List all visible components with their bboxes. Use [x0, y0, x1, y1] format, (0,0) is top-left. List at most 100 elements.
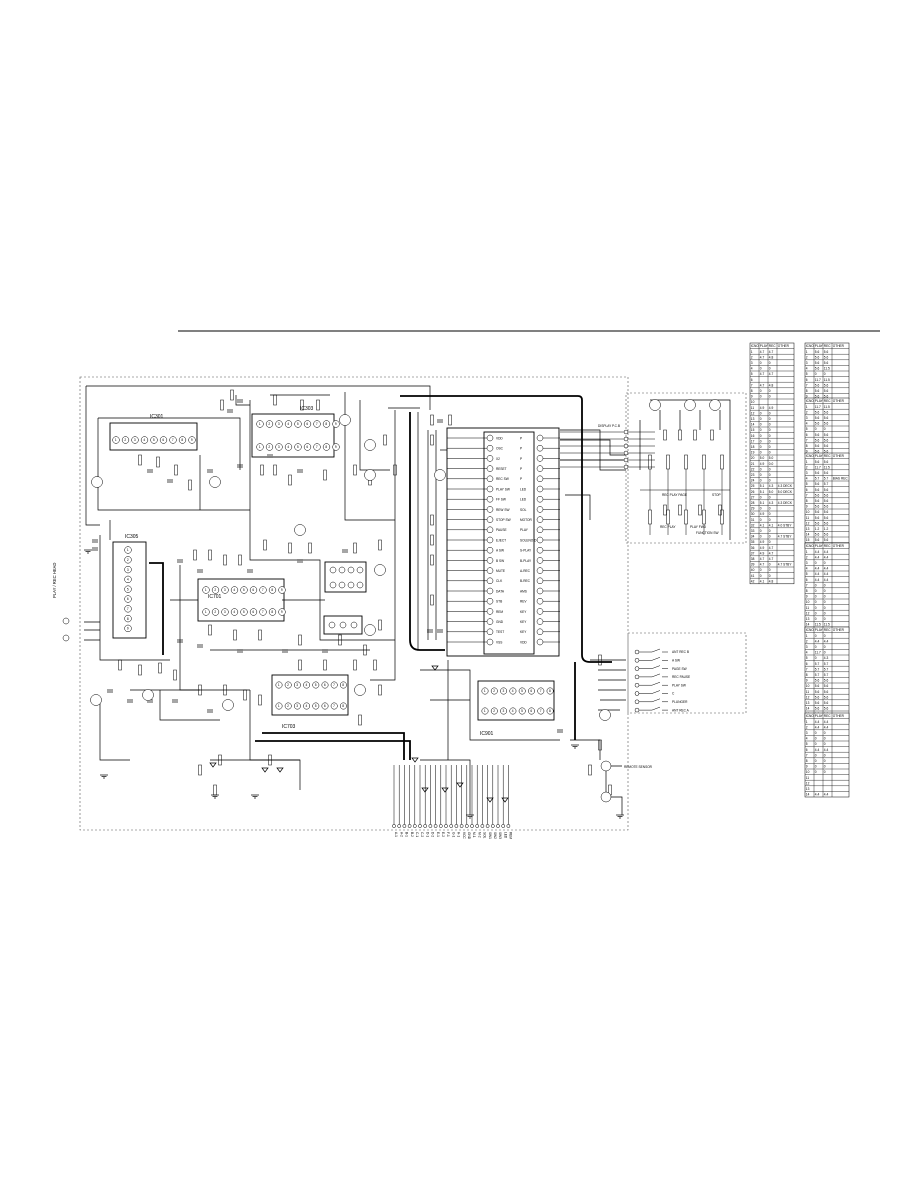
voltage-table — [804, 712, 850, 798]
table-cell: 5.6 — [824, 433, 829, 437]
table-cell: 3 — [806, 561, 808, 565]
table-cell: 0 — [815, 770, 817, 774]
function-switch-outline — [627, 632, 747, 714]
table-cell: 5.6 — [815, 433, 820, 437]
table-cell: 8 — [806, 444, 808, 448]
mcu-right-pin — [536, 526, 544, 534]
right-connector-column: DISPLAY P.C.B — [560, 424, 655, 470]
table-cell: 1 — [806, 550, 808, 554]
mcu-right-pin-label: MOTOR — [520, 518, 533, 522]
mcu-right-pin — [536, 444, 544, 452]
table-cell: 10 — [806, 600, 810, 604]
resistor-symbol — [218, 754, 222, 766]
table-cell: 15 — [751, 428, 755, 432]
ic303-b-pin — [303, 443, 312, 451]
table-cell: 33 — [751, 529, 755, 533]
ic703-pin-number: 6 — [324, 683, 326, 687]
table-cell: 0 — [815, 589, 817, 593]
table-cell: 5.6 — [824, 438, 829, 442]
small-ic-pin — [339, 621, 347, 629]
ic305-pin-number: 2 — [127, 558, 129, 562]
mcu-right-pin — [536, 618, 544, 625]
resistor-symbol — [353, 659, 357, 671]
table-cell: 9 — [806, 595, 808, 599]
diode-symbol — [486, 797, 494, 803]
table-cell: 0 — [815, 737, 817, 741]
ic701-pin — [249, 586, 258, 594]
ic303-pin-number: 2 — [268, 422, 270, 426]
mcu-left-pin-label: STOP SW — [496, 518, 511, 522]
ic303-pin — [275, 420, 283, 428]
diode-symbol — [441, 787, 449, 793]
mcu-left-pin — [486, 444, 494, 452]
table-cell: 0 — [760, 518, 762, 522]
table-cell: 1 — [806, 460, 808, 464]
table-cell: 4.4 — [815, 567, 820, 571]
wire-trace — [210, 759, 301, 790]
table-cell: 4 — [806, 737, 808, 741]
table-cell: 11 — [806, 776, 810, 780]
ic701-pin-number: 1 — [205, 588, 207, 592]
diode-symbol — [501, 797, 509, 803]
table-cell: 5.6 — [815, 701, 820, 705]
table-cell: 10 — [806, 684, 810, 688]
table-cell: 5.6 — [824, 422, 829, 426]
function-switch-pin — [634, 666, 640, 671]
table-cell: 0 — [815, 611, 817, 615]
resistor-symbol — [243, 689, 247, 701]
connector-pin — [623, 464, 629, 470]
transistor-symbol — [91, 476, 103, 488]
switch-board-resistor — [684, 509, 688, 525]
table-cell: 0 — [824, 742, 826, 746]
ic701-pin — [211, 586, 220, 594]
table-cell: 9 — [806, 505, 808, 509]
mcu-right-pin-label: LED — [520, 498, 527, 502]
ic701-b-pin — [211, 608, 220, 616]
table-cell: 5.1 — [760, 490, 765, 494]
mcu-left-pin-label: CLK — [496, 579, 503, 583]
ic301-pin — [188, 436, 196, 444]
table-cell: 4.3 — [769, 484, 774, 488]
ic701-b-pin — [249, 608, 258, 616]
table-cell: 8 — [751, 389, 753, 393]
ic305-pin — [124, 585, 132, 593]
table-header-cell: ICNO — [806, 454, 814, 458]
table-cell: 13 — [751, 417, 755, 421]
wire-trace — [290, 559, 395, 641]
mcu-left-pin — [486, 618, 494, 625]
table-cell: 4.8 — [769, 355, 774, 359]
table-cell: 5 — [806, 482, 808, 486]
remote-sensor-label: REMOTE SENSOR — [624, 765, 653, 769]
table-cell: 5.6 — [824, 505, 829, 509]
resistor-symbol — [230, 389, 234, 401]
ic703-pin — [330, 681, 338, 689]
mcu-right-pin — [536, 465, 544, 472]
resistor-symbol — [663, 429, 667, 441]
transistor-symbol — [599, 709, 611, 721]
table-cell: 11.7 — [815, 378, 821, 382]
ic901-pin — [537, 687, 545, 695]
table-cell: 12 — [806, 611, 810, 615]
table-cell: 4.7 — [760, 350, 765, 354]
table-cell: 5.6 — [815, 521, 820, 525]
bottom-signal-label: SW3 — [498, 832, 502, 839]
transistor-symbol — [364, 439, 376, 451]
resistor-symbol — [174, 464, 178, 476]
ic305-pin — [124, 556, 132, 564]
transistor-symbol — [434, 469, 446, 481]
small-ic-pin — [356, 581, 364, 589]
bottom-signal-pin — [392, 824, 396, 828]
table-cell: BIAS REC — [833, 477, 849, 481]
resistor-symbol — [358, 714, 362, 726]
table-cell: 0 — [760, 411, 762, 415]
resistor-symbol — [258, 694, 262, 706]
board-outline — [79, 376, 629, 831]
mcu-right-pin — [536, 546, 544, 554]
table-cell: 39 — [751, 563, 755, 567]
table-cell: 0 — [769, 417, 771, 421]
table-cell: 0 — [815, 617, 817, 621]
